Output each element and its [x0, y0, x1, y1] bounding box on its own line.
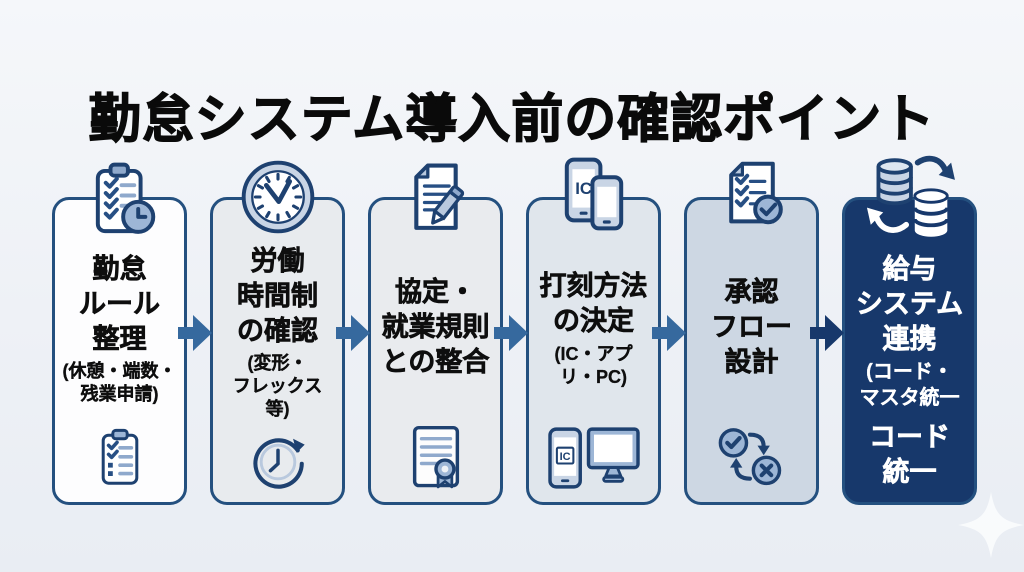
flow-arrow-icon	[810, 313, 846, 353]
card-title: 承認 フロー 設計	[711, 276, 793, 378]
page-title: 勤怠システム導入前の確認ポイント	[88, 90, 936, 149]
card-subtitle: (休憩・端数・ 残業申請)	[62, 361, 177, 405]
checklist-approved-icon	[712, 158, 792, 240]
card-text: 勤怠 ルール 整理 (休憩・端数・ 残業申請)	[55, 200, 184, 414]
svg-text:IC: IC	[575, 179, 592, 198]
clipboard-checklist-icon	[55, 414, 184, 502]
card-attendance-rules: 勤怠 ルール 整理 (休憩・端数・ 残業申請)	[52, 162, 212, 505]
phone-monitor-icon: IC	[529, 414, 658, 502]
card-text: 給与 システム 連携 (コード・ マスタ統一 コード 統一	[845, 200, 974, 502]
card-text: 労働 時間制 の確認 (変形・ フレックス 等)	[213, 200, 342, 421]
card-title: 協定・ 就業規則 との整合	[381, 276, 490, 378]
database-sync-icon	[862, 154, 958, 242]
approve-reject-flow-icon	[687, 414, 816, 502]
process-flow: 勤怠 ルール 整理 (休憩・端数・ 残業申請)	[52, 155, 977, 505]
card-extra-text: コード 統一	[869, 421, 951, 487]
smartphones-ic-icon: IC	[554, 156, 634, 232]
card-payroll-integration: 給与 システム 連携 (コード・ マスタ統一 コード 統一	[842, 155, 977, 505]
svg-text:IC: IC	[559, 451, 570, 463]
card-subtitle: (IC・アプ リ・PC)	[554, 343, 633, 387]
card-title: 勤怠 ルール 整理	[79, 253, 161, 355]
card-text: 承認 フロー 設計	[687, 200, 816, 414]
flow-arrow-icon	[494, 313, 530, 353]
card-working-hours: 労働 時間制 の確認 (変形・ フレックス 等)	[210, 160, 370, 505]
card-text: 打刻方法 の決定 (IC・アプ リ・PC)	[529, 200, 658, 414]
card-text: 協定・ 就業規則 との整合	[371, 200, 500, 414]
clipboard-check-clock-icon	[82, 160, 158, 242]
certificate-icon	[371, 414, 500, 502]
card-subtitle: (コード・ マスタ統一	[859, 361, 960, 410]
clock-icon	[239, 158, 317, 236]
card-agreements-rules: 協定・ 就業規則 との整合	[368, 163, 528, 505]
sparkle-decoration-icon	[958, 492, 1024, 558]
flow-arrow-icon	[178, 313, 214, 353]
flow-arrow-icon	[652, 313, 688, 353]
card-title: 労働 時間制 の確認	[237, 246, 319, 347]
clock-refresh-icon	[213, 421, 342, 502]
card-title: 給与 システム 連携	[855, 254, 964, 355]
card-time-stamping: IC 打刻方法 の決定 (IC・アプ リ・PC) IC	[526, 157, 686, 505]
card-subtitle: (変形・ フレックス 等)	[232, 353, 323, 420]
flow-arrow-icon	[336, 313, 372, 353]
card-title: 打刻方法 の決定	[539, 271, 648, 337]
document-pencil-icon	[395, 158, 477, 242]
card-approval-flow: 承認 フロー 設計	[684, 161, 844, 505]
